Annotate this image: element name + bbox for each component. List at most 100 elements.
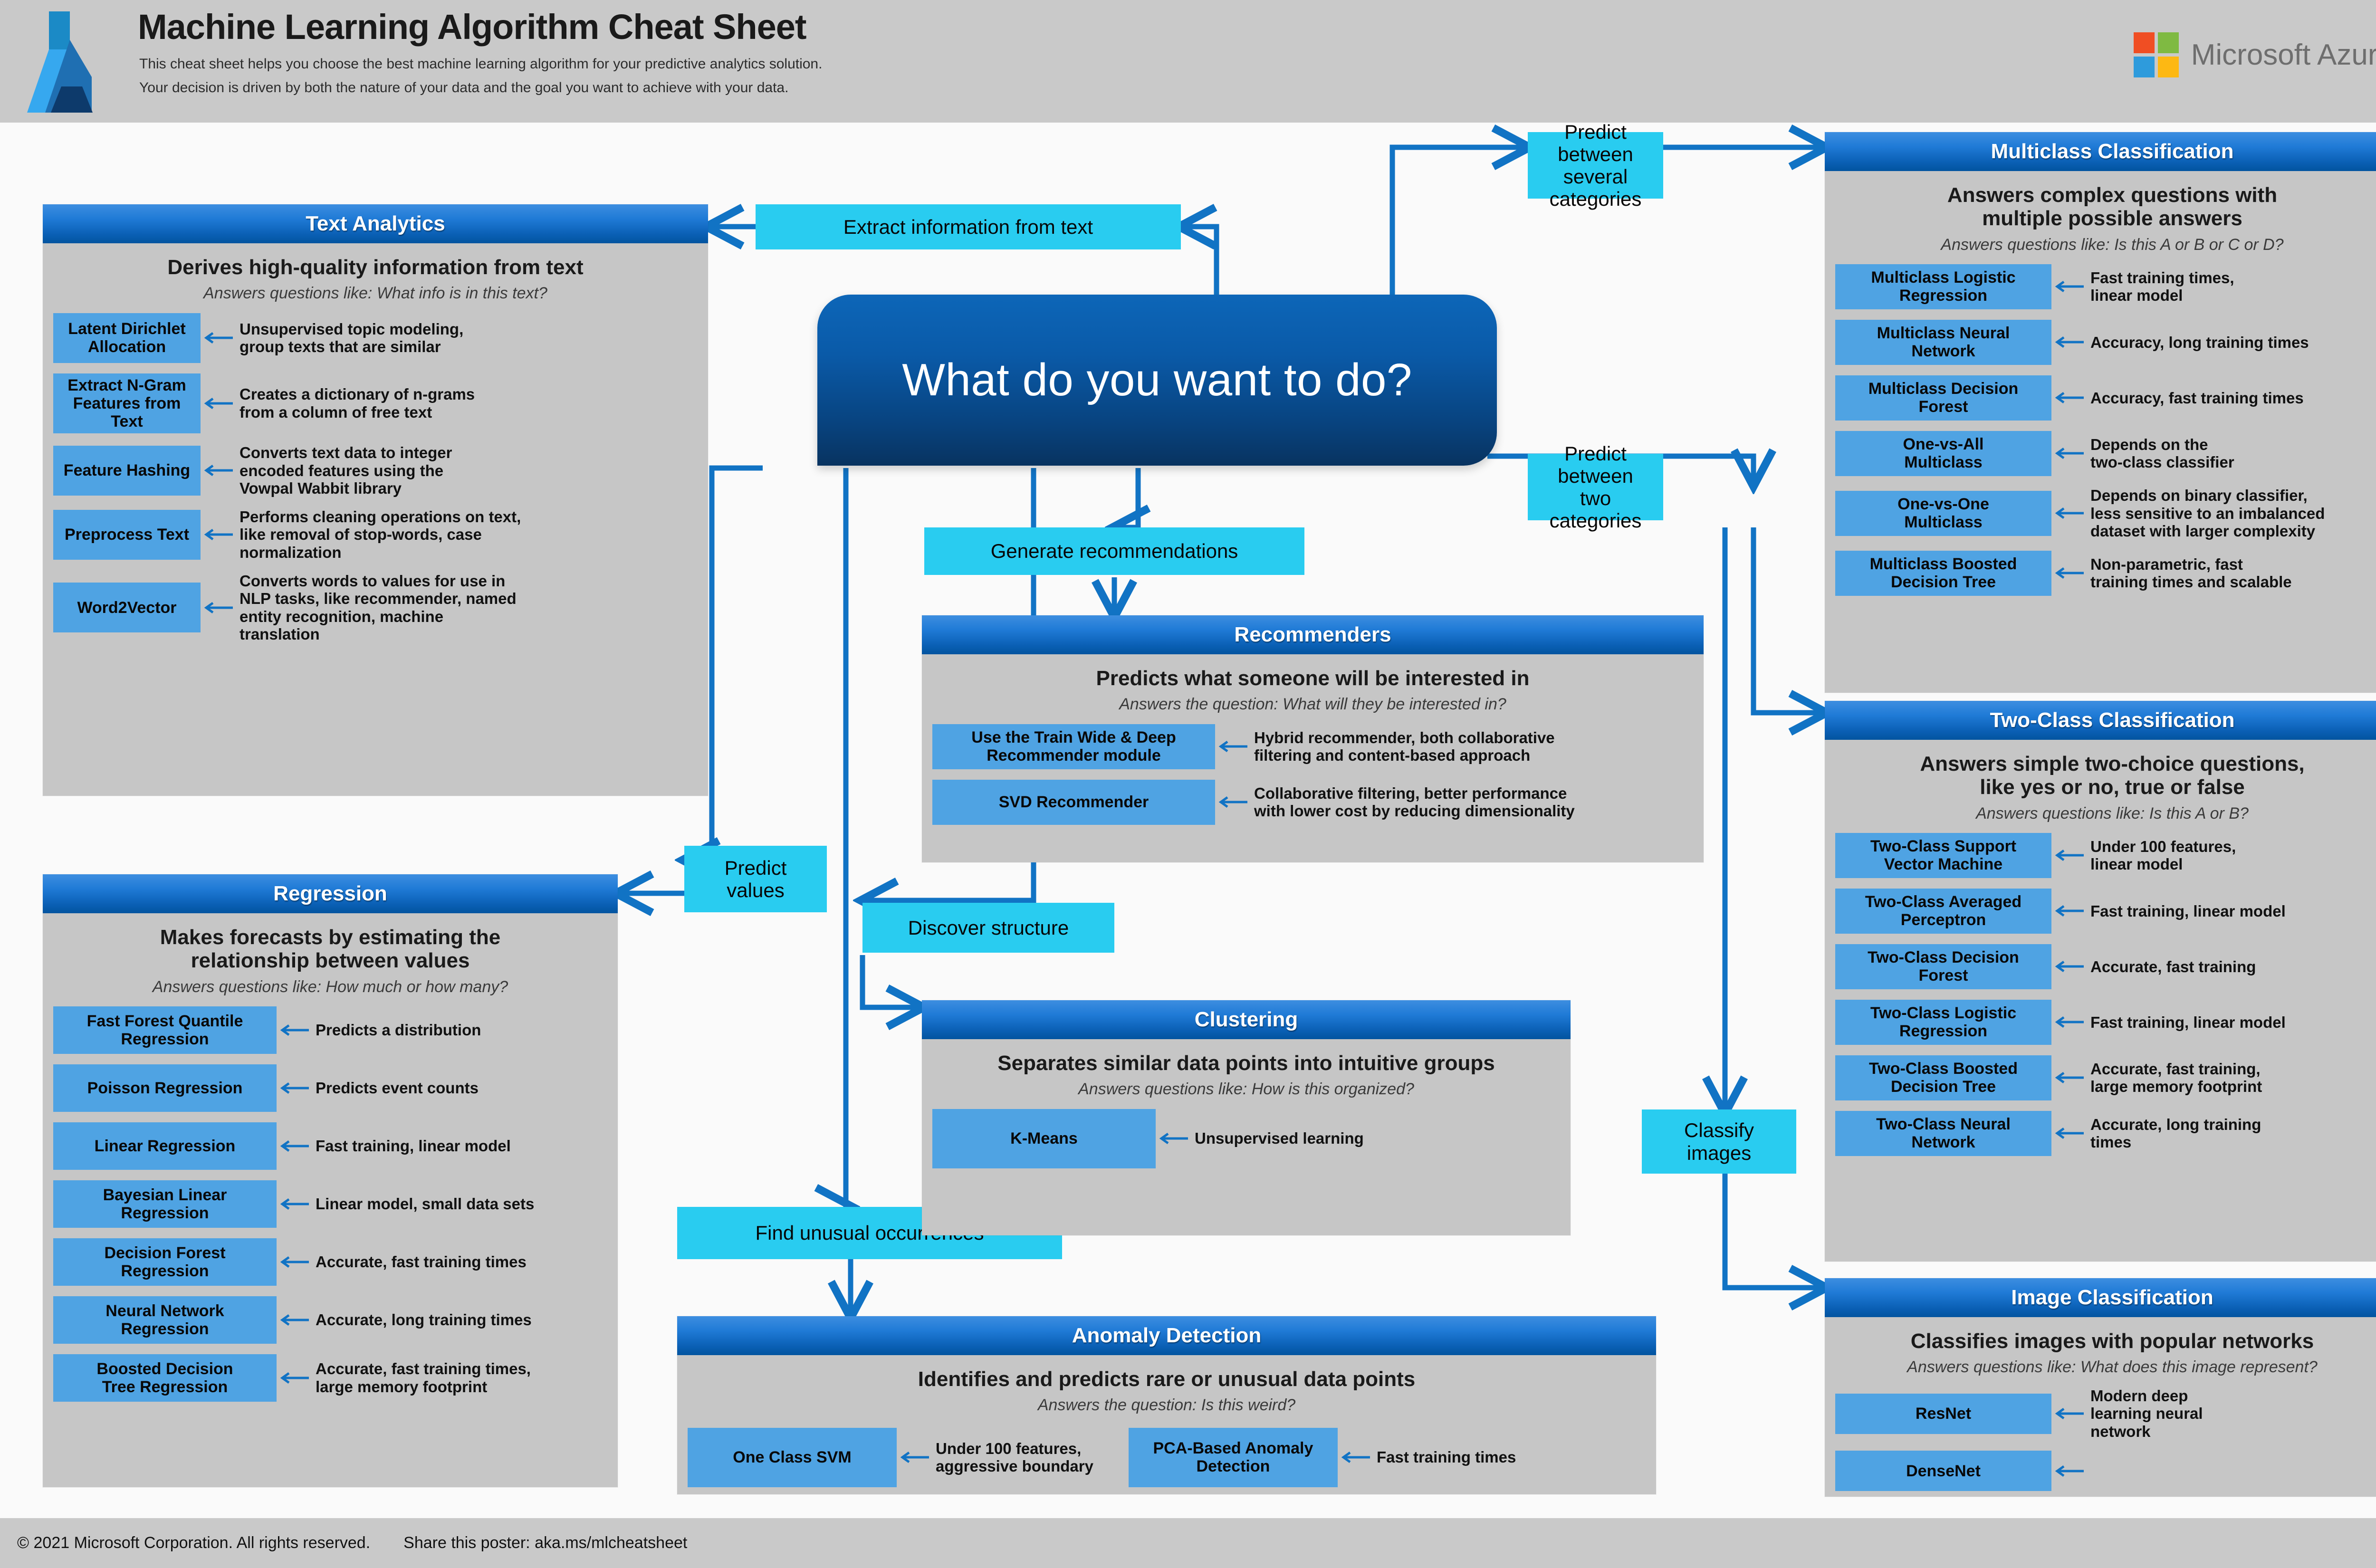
algorithm-note: Predicts event counts — [316, 1079, 479, 1097]
algorithm-note: Accurate, fast training times — [316, 1253, 527, 1271]
page-footer: © 2021 Microsoft Corporation. All rights… — [0, 1518, 2376, 1568]
panel-lead: Predicts what someone will be interested… — [1096, 667, 1530, 690]
flow-find-unusual-occurrences[interactable]: Find unusual occurrences — [677, 1207, 1062, 1259]
panel-subtext: Answers the question: Is this weird? — [1037, 1396, 1296, 1415]
flow-generate-recommendations[interactable]: Generate recommendations — [924, 527, 1304, 575]
flow-extract-information-from-text[interactable]: Extract information from text — [756, 204, 1181, 249]
algorithm-note: Fast training times — [1376, 1448, 1516, 1466]
algorithm-note: Unsupervised topic modeling,group texts … — [240, 320, 464, 356]
algorithm-row: DenseNet — [1825, 1451, 2376, 1492]
arrow-left-icon — [2053, 445, 2085, 461]
panel-anomaly-detection: Anomaly Detection Identifies and predict… — [677, 1316, 1656, 1494]
azure-logo-icon — [27, 11, 93, 113]
algorithm-chip[interactable]: Word2Vector — [53, 583, 201, 633]
algorithm-chip[interactable]: DenseNet — [1835, 1451, 2051, 1492]
copyright-text: © 2021 Microsoft Corporation. All rights… — [17, 1534, 371, 1552]
algorithm-note: Collaborative filtering, better performa… — [1254, 784, 1575, 820]
panel-title: Text Analytics — [43, 204, 708, 243]
panel-multiclass-classification: Multiclass Classification Answers comple… — [1825, 132, 2376, 693]
arrow-left-icon — [278, 1022, 310, 1038]
central-hub: What do you want to do? — [817, 295, 1497, 466]
arrow-left-icon — [278, 1196, 310, 1212]
arrow-left-icon — [1158, 1130, 1189, 1147]
algorithm-chip[interactable]: Feature Hashing — [53, 445, 201, 496]
panel-body: Answers simple two-choice questions,like… — [1825, 740, 2376, 1168]
algorithm-chip[interactable]: Linear Regression — [53, 1122, 277, 1170]
arrow-left-icon — [202, 395, 234, 411]
arrow-left-icon — [202, 330, 234, 346]
brand-wordmark: Microsoft Azure — [2191, 38, 2376, 71]
algorithm-chip[interactable]: Poisson Regression — [53, 1064, 277, 1112]
algorithm-list: Under 100 features,aggressive boundary On… — [677, 1427, 1656, 1487]
panel-lead: Answers simple two-choice questions,like… — [1920, 752, 2305, 799]
algorithm-chip[interactable]: Preprocess Text — [53, 509, 201, 560]
arrow-left-icon — [2053, 903, 2085, 919]
panel-two-class-classification: Two-Class Classification Answers simple … — [1825, 701, 2376, 1262]
panel-body: Predicts what someone will be interested… — [922, 654, 1704, 837]
algorithm-note: Predicts a distribution — [316, 1021, 481, 1039]
flow-label: Discover structure — [908, 916, 1069, 939]
flow-discover-structure[interactable]: Discover structure — [862, 903, 1114, 953]
panel-lead: Identifies and predicts rare or unusual … — [918, 1367, 1416, 1391]
algorithm-chip[interactable]: K-Means — [932, 1109, 1156, 1168]
algorithm-chip[interactable]: SVD Recommender — [932, 779, 1215, 825]
panel-lead: Classifies images with popular networks — [1910, 1329, 2314, 1353]
algorithm-note: Under 100 features,aggressive boundary — [936, 1439, 1093, 1475]
panel-body: Classifies images with popular networks … — [1825, 1317, 2376, 1503]
arrow-left-icon — [2053, 958, 2085, 975]
algorithm-chip[interactable]: One Class SVM — [688, 1427, 897, 1487]
panel-lead: Separates similar data points into intui… — [997, 1052, 1495, 1075]
panel-title: Recommenders — [922, 615, 1704, 654]
panel-image-classification: Image Classification Classifies images w… — [1825, 1278, 2376, 1497]
arrow-left-icon — [2053, 565, 2085, 581]
algorithm-chip[interactable]: ResNet — [1835, 1393, 2051, 1434]
algorithm-note: Accuracy, long training times — [2090, 333, 2309, 351]
panel-subtext: Answers questions like: How is this orga… — [1078, 1080, 1414, 1099]
arrow-left-icon — [278, 1370, 310, 1386]
arrow-left-icon — [1217, 738, 1248, 755]
arrow-left-icon — [2053, 278, 2085, 295]
